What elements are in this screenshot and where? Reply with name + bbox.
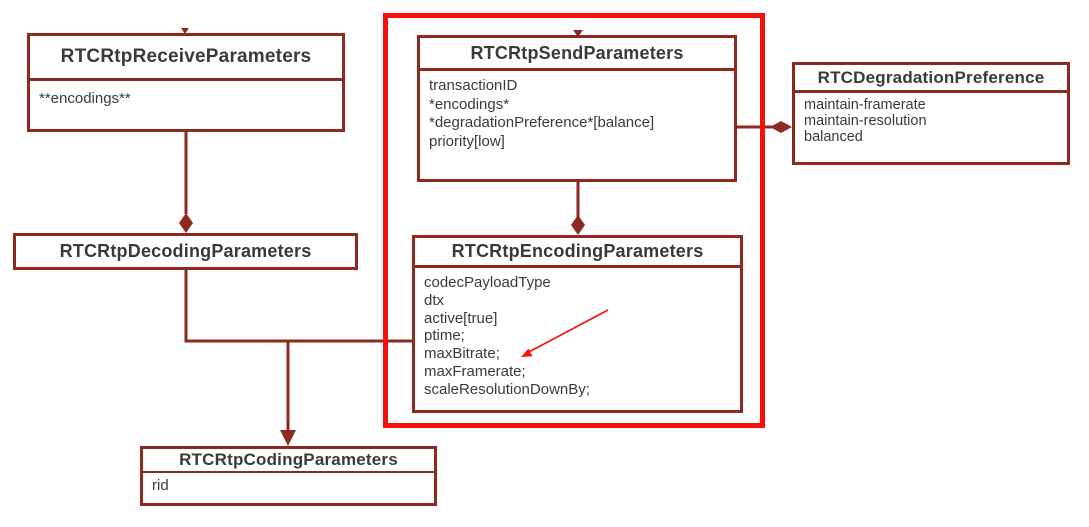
member-degradationpreference: *degradationPreference*[balance] — [429, 114, 655, 131]
class-box-rtcrtpcodingparameters: RTCRtpCodingParameters rid — [140, 446, 437, 506]
member-encodings: **encodings** — [39, 90, 131, 107]
composition-diamond-icon — [179, 213, 193, 233]
class-members: transactionID *encodings* *degradationPr… — [420, 71, 734, 151]
class-title: RTCRtpReceiveParameters — [30, 36, 342, 81]
member-ptime: ptime; — [424, 327, 465, 345]
class-box-rtcdegradationpreference: RTCDegradationPreference maintain-framer… — [792, 62, 1070, 165]
class-members: rid — [143, 473, 434, 495]
class-box-rtcrtpreceiveparameters: RTCRtpReceiveParameters **encodings** — [27, 33, 345, 132]
class-members: codecPayloadType dtx active[true] ptime;… — [415, 268, 740, 399]
member-codecpayloadtype: codecPayloadType — [424, 274, 551, 291]
member-balanced: balanced — [804, 128, 863, 145]
member-transactionid: transactionID — [429, 77, 518, 94]
class-title: RTCRtpCodingParameters — [143, 449, 434, 473]
member-priority: priority[low] — [429, 132, 505, 150]
member-scaleresolutiondownby: scaleResolutionDownBy; — [424, 380, 590, 398]
class-title: RTCRtpSendParameters — [420, 38, 734, 71]
composition-diamond-icon — [571, 215, 585, 235]
class-title: RTCRtpDecodingParameters — [59, 241, 312, 261]
arrowhead-down-icon — [280, 430, 296, 446]
member-encodings: *encodings* — [429, 95, 510, 113]
class-box-rtcrtpencodingparameters: RTCRtpEncodingParameters codecPayloadTyp… — [412, 235, 743, 413]
member-maxbitrate: maxBitrate; — [424, 345, 500, 363]
class-box-rtcrtpsendparameters: RTCRtpSendParameters transactionID *enco… — [417, 35, 737, 182]
composition-diamond-icon — [770, 121, 792, 133]
member-active: active[true] — [424, 309, 498, 327]
class-title: RTCRtpEncodingParameters — [415, 238, 740, 268]
member-maintain-resolution: maintain-resolution — [804, 112, 927, 129]
class-members: **encodings** — [30, 81, 342, 108]
member-dtx: dtx — [424, 291, 445, 309]
class-members: maintain-framerate maintain-resolution b… — [795, 93, 1067, 145]
member-maxframerate: maxFramerate; — [424, 362, 526, 380]
member-rid: rid — [152, 477, 169, 494]
class-title: RTCDegradationPreference — [795, 65, 1067, 93]
member-maintain-framerate: maintain-framerate — [804, 97, 926, 113]
class-box-rtcrtpdecodingparameters: RTCRtpDecodingParameters — [13, 233, 358, 270]
